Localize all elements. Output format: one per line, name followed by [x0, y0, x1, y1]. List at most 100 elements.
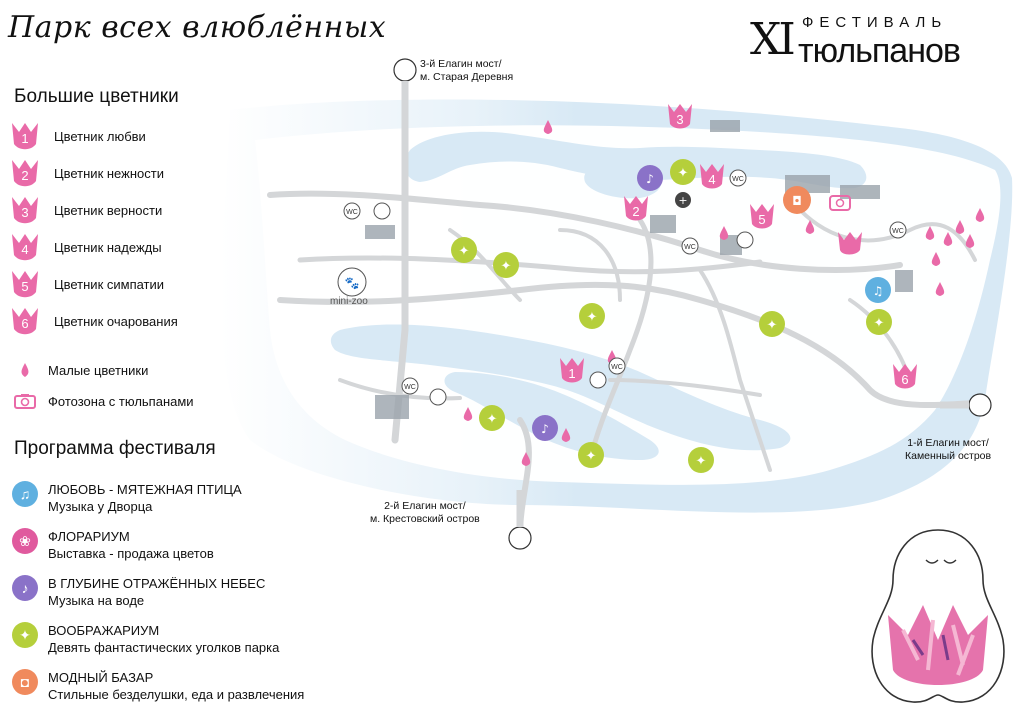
svg-text:WC: WC — [346, 209, 358, 216]
program-item-florarium: ❀ ФЛОРАРИУМ Выставка - продажа цветов — [12, 528, 304, 575]
program-item-voobrazharium: ✦ ВООБРАЖАРИУМ Девять фантастических угол… — [12, 622, 304, 669]
tulip-icon: 5 — [12, 270, 38, 297]
svg-text:4: 4 — [708, 172, 715, 187]
bridge-2-marker — [508, 526, 532, 550]
svg-text:✦: ✦ — [487, 412, 498, 427]
tulip-icon: 4 — [12, 233, 38, 260]
svg-text:✦: ✦ — [501, 259, 512, 274]
svg-text:♫: ♫ — [873, 284, 884, 298]
lyre-icon: ♫ — [12, 481, 38, 507]
program-item-title: ЛЮБОВЬ - МЯТЕЖНАЯ ПТИЦА — [48, 482, 242, 497]
drop-icon — [21, 363, 29, 377]
program-item-title: ВООБРАЖАРИУМ — [48, 623, 160, 638]
pond-north — [404, 131, 867, 189]
svg-text:+: + — [678, 194, 687, 207]
svg-text:✦: ✦ — [874, 316, 885, 331]
map-imaginarium-points: ✦ ✦ ✦ ✦ ✦ ✦ ✦ ✦ ✦ — [451, 159, 892, 473]
program-title: Программа фестиваля — [14, 438, 216, 459]
bridge-2-label: 2-й Елагин мост/ м. Крестовский остров — [370, 500, 480, 526]
legend-bed-4: 4 Цветник надежды — [10, 229, 178, 266]
tulip-icon: 1 — [12, 122, 38, 149]
svg-text:WC: WC — [732, 176, 744, 183]
legend-small-beds: Малые цветники — [18, 362, 148, 378]
program-item-title: МОДНЫЙ БАЗАР — [48, 670, 154, 685]
svg-text:WC: WC — [892, 228, 904, 235]
svg-text:6: 6 — [901, 372, 908, 387]
bridge-1-line2: Каменный остров — [905, 450, 992, 462]
sparkle-icon: ✦ — [12, 622, 38, 648]
tulip-icon: 6 — [12, 307, 38, 334]
big-beds-title: Большие цветники — [14, 86, 179, 107]
svg-text:5: 5 — [21, 279, 28, 294]
program-item-title: В ГЛУБИНЕ ОТРАЖЁННЫХ НЕБЕС — [48, 576, 266, 591]
svg-text:2: 2 — [632, 204, 639, 219]
svg-text:6: 6 — [21, 316, 28, 331]
svg-text:1: 1 — [21, 131, 28, 146]
tulip-icon: 3 — [12, 196, 38, 223]
bridge-3-label: 3-й Елагин мост/ м. Старая Деревня — [420, 58, 513, 84]
svg-text:🐾: 🐾 — [345, 276, 360, 290]
big-beds-legend: 1 Цветник любви 2 Цветник нежности 3 Цве… — [10, 118, 178, 340]
svg-text:WC: WC — [611, 364, 623, 371]
legend-bed-label: Цветник очарования — [54, 314, 178, 329]
legend-bed-label: Цветник верности — [54, 203, 163, 218]
svg-text:◘: ◘ — [792, 194, 802, 208]
program-item-subtitle: Стильные безделушки, еда и развлечения — [48, 687, 305, 702]
bridge-3-line1: 3-й Елагин мост/ — [420, 58, 502, 70]
svg-text:2: 2 — [21, 168, 28, 183]
svg-text:WC: WC — [684, 244, 696, 251]
camera-icon — [14, 394, 36, 409]
program-item-bazar: ◘ МОДНЫЙ БАЗАР Стильные безделушки, еда и… — [12, 669, 304, 716]
festival-word2: тюльпанов — [798, 32, 961, 70]
svg-text:3: 3 — [21, 205, 28, 220]
svg-text:✦: ✦ — [767, 318, 778, 333]
bridge-3-marker — [393, 58, 417, 82]
mascot-illustration — [871, 529, 1005, 703]
program-item-title: ФЛОРАРИУМ — [48, 529, 130, 544]
map-cafe-markers — [373, 202, 754, 406]
program-item-subtitle: Музыка на воде — [48, 593, 145, 608]
festival-roman: XI — [750, 14, 796, 65]
svg-text:4: 4 — [21, 242, 28, 257]
bridge-1-line1: 1-й Елагин мост/ — [907, 437, 989, 449]
svg-text:✦: ✦ — [696, 454, 707, 469]
program-item-lyubov: ♫ ЛЮБОВЬ - МЯТЕЖНАЯ ПТИЦА Музыка у Дворца — [12, 481, 304, 528]
svg-text:✦: ✦ — [587, 310, 598, 325]
legend-bed-5: 5 Цветник симпатии — [10, 266, 178, 303]
pond-south — [444, 372, 659, 460]
legend-bed-label: Цветник нежности — [54, 166, 164, 181]
svg-text:3: 3 — [676, 112, 683, 127]
svg-text:5: 5 — [758, 212, 765, 227]
bridge-1-label: 1-й Елагин мост/ Каменный остров — [905, 437, 991, 463]
festival-logo: XI ФЕСТИВАЛЬ тюльпанов — [750, 8, 1010, 70]
legend-bed-1: 1 Цветник любви — [10, 118, 178, 155]
map-big-beds: 1 2 3 4 5 6 — [560, 104, 917, 389]
tulip-icon: 2 — [12, 159, 38, 186]
park-paths — [267, 76, 978, 538]
legend-photo-zone: Фотозона с тюльпанами — [14, 393, 194, 409]
map-program-points: ♪ ♪ ♫ ◘ — [532, 165, 891, 441]
svg-text:1: 1 — [568, 366, 575, 381]
program-item-subtitle: Девять фантастических уголков парка — [48, 640, 280, 655]
map-wc-markers: WC WC WC WC WC WC — [343, 169, 907, 395]
program-item-nebesa: ♪ В ГЛУБИНЕ ОТРАЖЁННЫХ НЕБЕС Музыка на во… — [12, 575, 304, 622]
svg-text:✦: ✦ — [678, 166, 689, 181]
program-item-subtitle: Музыка у Дворца — [48, 499, 153, 514]
minizoo-marker: 🐾 — [337, 267, 367, 297]
swan-icon: ♪ — [12, 575, 38, 601]
bridge-2-line2: м. Крестовский остров — [370, 513, 480, 525]
svg-text:♪: ♪ — [541, 422, 549, 436]
bag-icon: ◘ — [12, 669, 38, 695]
tulip-icon: ❀ — [12, 528, 38, 554]
legend-bed-label: Цветник любви — [54, 129, 146, 144]
legend-small-beds-label: Малые цветники — [48, 362, 149, 378]
pond-middle — [330, 324, 791, 451]
svg-text:♪: ♪ — [646, 172, 654, 186]
legend-bed-2: 2 Цветник нежности — [10, 155, 178, 192]
legend-bed-3: 3 Цветник верности — [10, 192, 178, 229]
svg-text:✦: ✦ — [459, 244, 470, 259]
first-aid-marker — [675, 192, 691, 208]
program-item-subtitle: Выставка - продажа цветов — [48, 546, 214, 561]
legend-bed-6: 6 Цветник очарования — [10, 303, 178, 340]
